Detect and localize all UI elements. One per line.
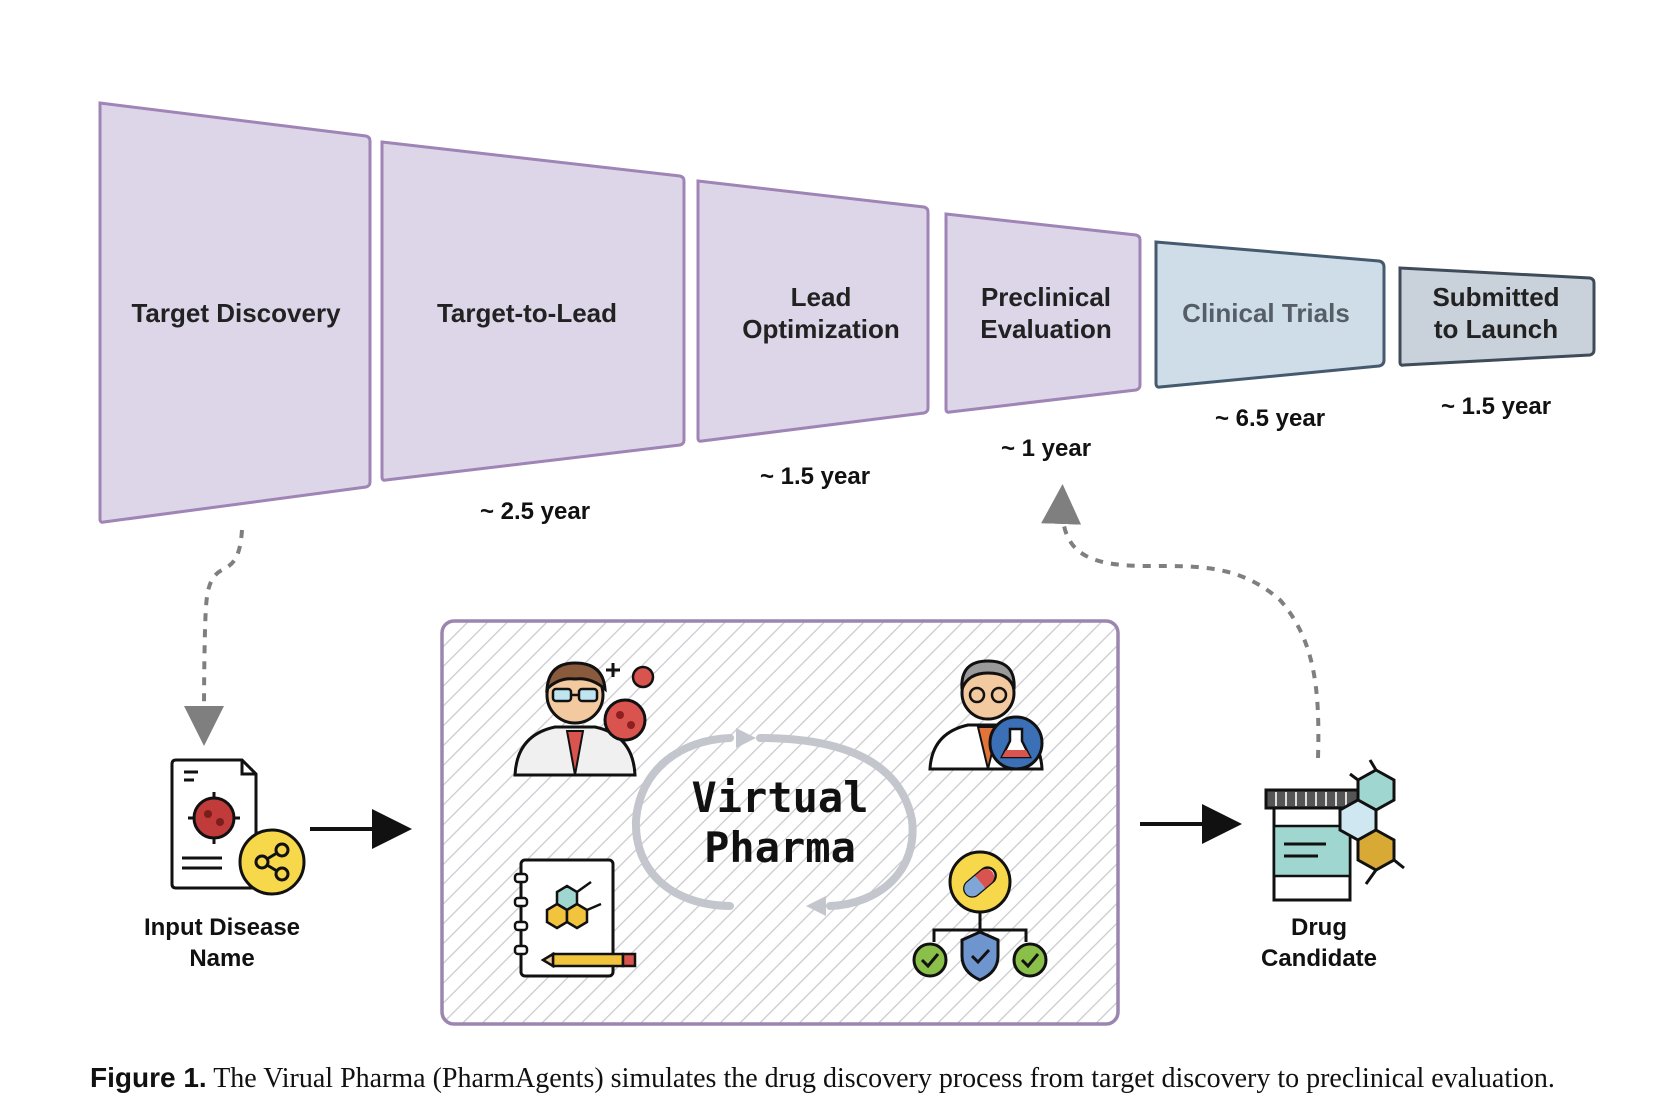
figure-caption-label: Figure 1.: [90, 1062, 207, 1093]
stage-label-lead: Lead: [791, 282, 852, 312]
stage-shape-lead-optimization: [696, 179, 930, 443]
duration-lead-optimization: ~ 1.5 year: [760, 463, 870, 490]
input-node-label-line1: Input Disease: [144, 914, 300, 941]
duration-preclinical-evaluation: ~ 1 year: [1001, 435, 1091, 462]
cycle-arrowhead-bottom-icon: [806, 896, 826, 916]
output-node-label-line1: Drug: [1291, 914, 1347, 941]
dashed-arrow-to-preclinical: [1041, 484, 1321, 759]
stage-shape-clinical-trials: [1154, 240, 1386, 389]
stage-durations: ~ 2.5 year ~ 1.5 year ~ 1 year ~ 6.5 yea…: [480, 393, 1551, 525]
duration-submitted-to-launch: ~ 1.5 year: [1441, 393, 1551, 420]
stage-label-optimization: Optimization: [742, 314, 899, 344]
notebook-molecule-icon: [513, 858, 637, 978]
scientist-virus-icon: [513, 661, 655, 777]
stage-label-clinical-trials: Clinical Trials: [1182, 298, 1350, 328]
stage-label-preclinical: Preclinical: [981, 282, 1111, 312]
duration-target-to-lead: ~ 2.5 year: [480, 498, 590, 525]
output-node-label-line2: Candidate: [1261, 945, 1377, 972]
stage-label-evaluation: Evaluation: [980, 314, 1111, 344]
disease-document-share-icon: [170, 758, 306, 896]
stage-label-submitted: Submitted: [1432, 282, 1559, 312]
center-label-pharma: Pharma: [704, 823, 856, 872]
cycle-arrowhead-top-icon: [736, 728, 756, 748]
figure-caption: Figure 1. The Virual Pharma (PharmAgents…: [90, 1060, 1590, 1097]
stage-label-to-launch: to Launch: [1434, 314, 1558, 344]
stage-label-target-discovery: Target Discovery: [131, 298, 341, 328]
stage-labels: Target Discovery Target-to-Lead Lead Opt…: [131, 282, 1559, 344]
center-label-virtual: Virtual: [691, 773, 868, 822]
medicine-bottle-molecule-icon: [1264, 759, 1405, 902]
chemist-flask-icon: [928, 659, 1044, 771]
stage-shape-submitted-to-launch: [1398, 266, 1596, 367]
stage-shape-target-discovery: [98, 101, 372, 524]
stage-funnel: [98, 101, 1596, 524]
cycle-arrows: [631, 734, 917, 910]
duration-clinical-trials: ~ 6.5 year: [1215, 405, 1325, 432]
input-node-label-line2: Name: [189, 945, 254, 972]
stage-shape-target-to-lead: [380, 140, 686, 482]
stage-shape-preclinical-evaluation: [944, 212, 1142, 414]
figure-caption-text: The Virual Pharma (PharmAgents) simulate…: [206, 1063, 1555, 1094]
pill-safety-icon: [912, 850, 1048, 982]
dashed-arrow-to-input: [184, 529, 244, 746]
stage-label-target-to-lead: Target-to-Lead: [437, 298, 617, 328]
